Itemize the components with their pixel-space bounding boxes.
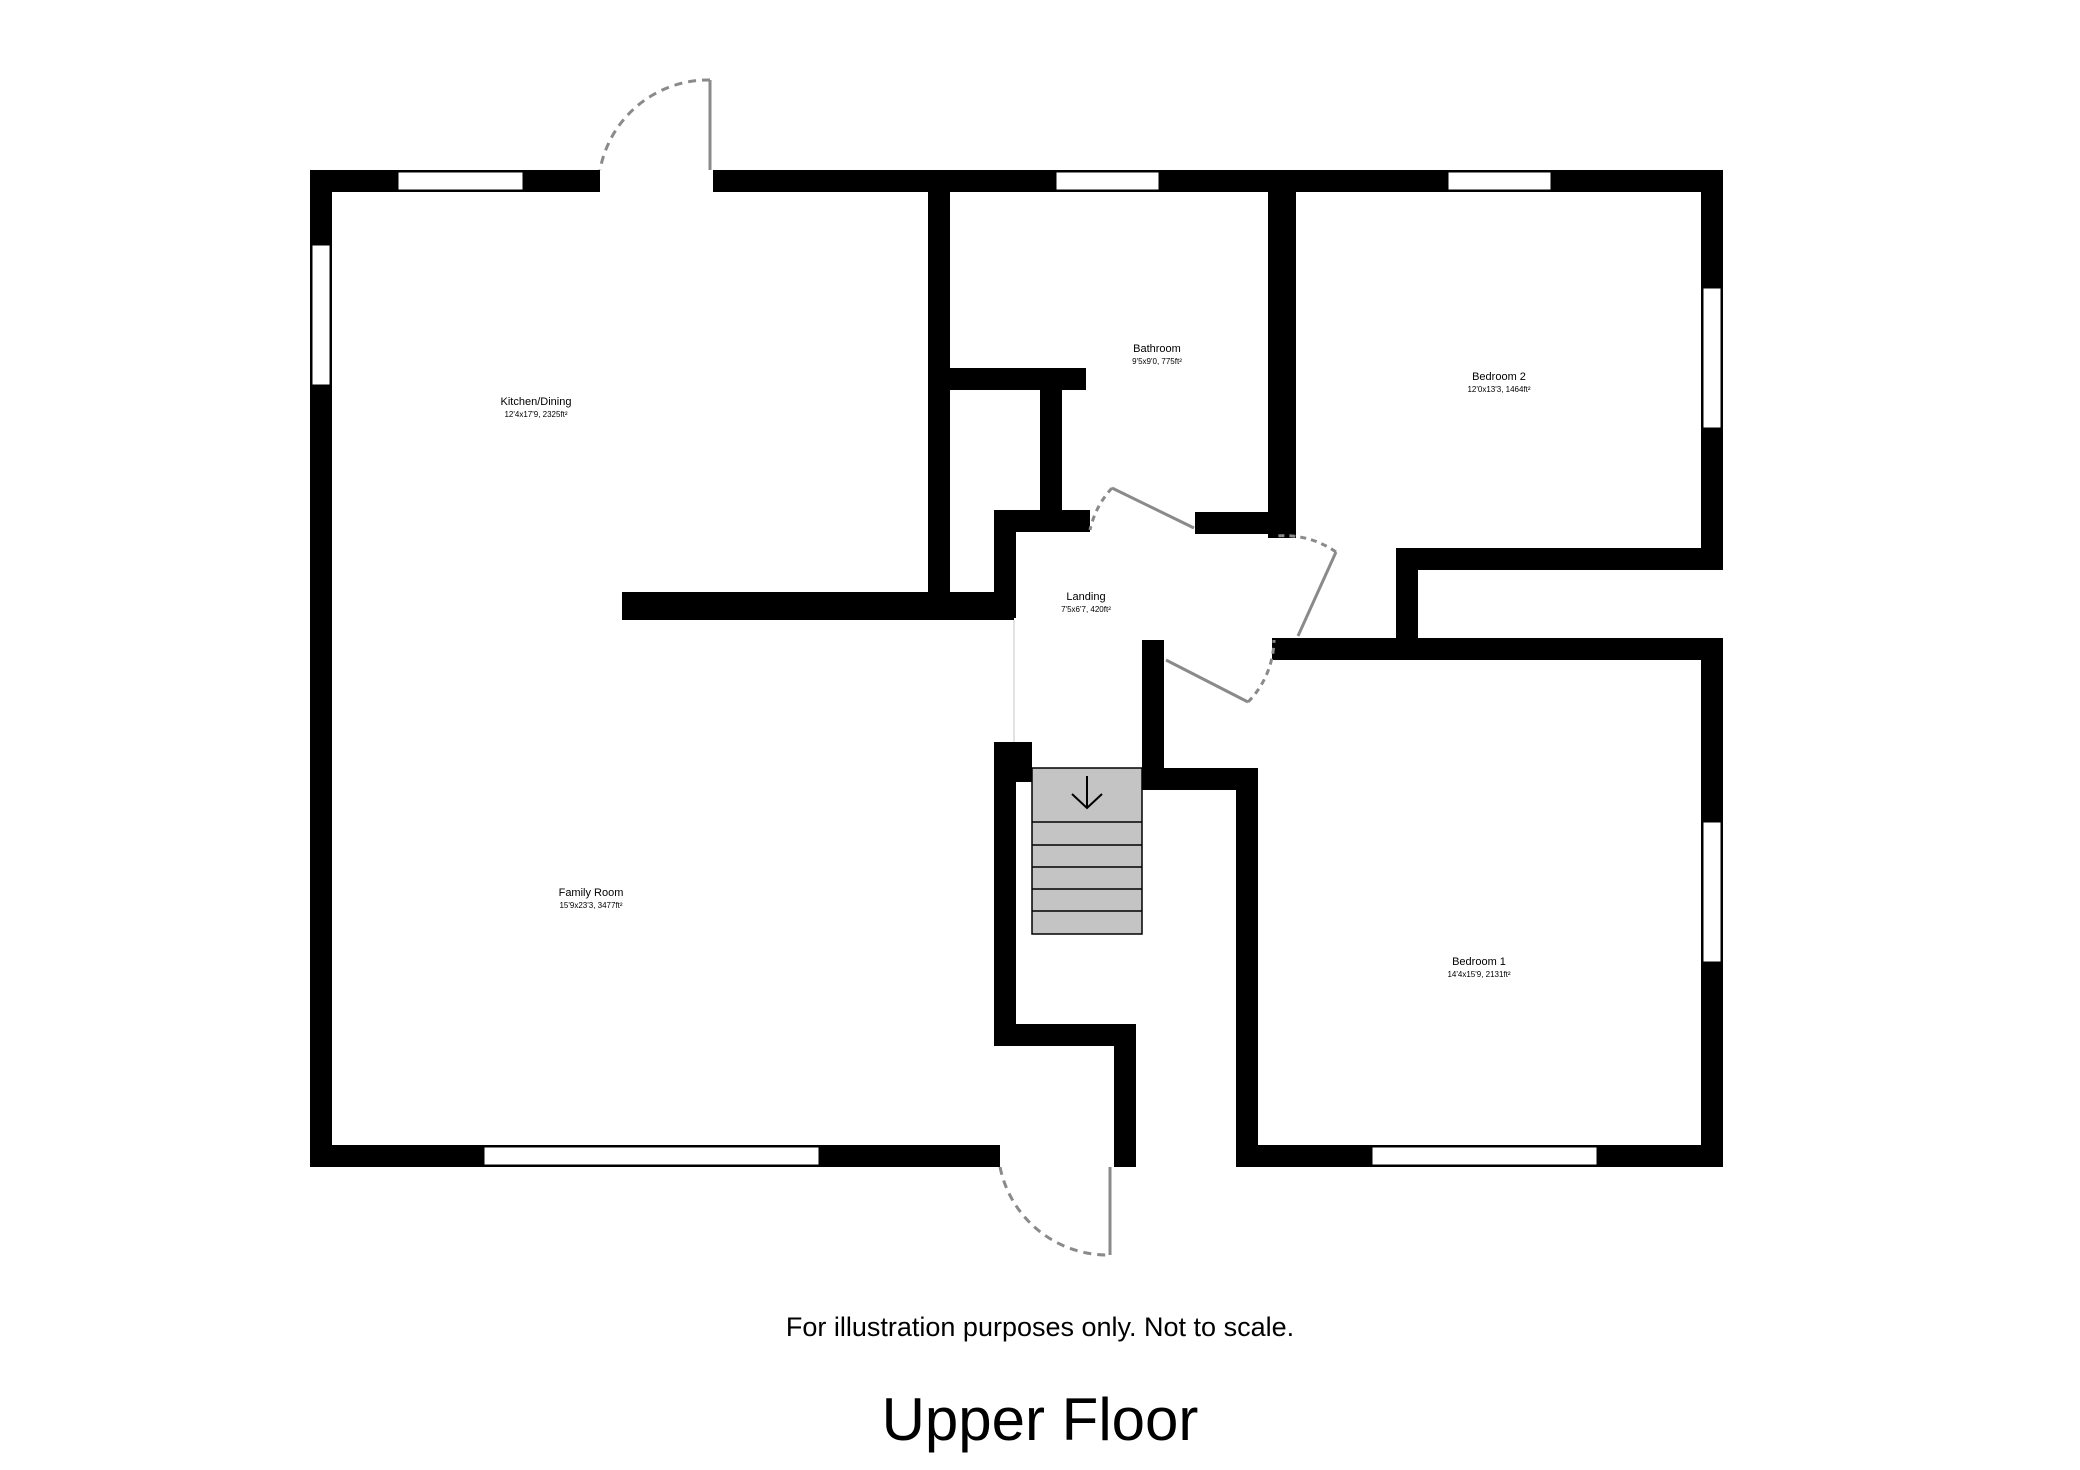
door-kitchen-external: [598, 78, 712, 171]
window-bathroom: [1055, 171, 1160, 191]
wall-bath-bed2: [1268, 170, 1296, 538]
wall-kitchen-family: [622, 592, 1014, 620]
wall-stair-top: [994, 742, 1032, 782]
door-bathroom: [1088, 486, 1195, 531]
wall-left: [310, 170, 332, 1167]
wall-bed1-top-left: [1142, 768, 1258, 790]
window-kitchen-left: [311, 244, 331, 386]
wall-stair-left: [994, 742, 1016, 1046]
window-kitchen-top: [397, 171, 524, 191]
windows: [311, 171, 1722, 1166]
wall-bed1-left: [1236, 768, 1258, 1167]
window-family-bottom: [483, 1146, 820, 1166]
room-dims-family-room: 15'9x23'3, 3477ft²: [559, 901, 622, 910]
room-dims-kitchen-dining: 12'4x17'9, 2325ft²: [504, 410, 567, 419]
window-bedroom1-right: [1702, 821, 1722, 963]
wall-bed1-top: [1272, 638, 1723, 660]
wall-cupboard-bottom: [994, 510, 1090, 532]
room-name-bathroom: Bathroom: [1133, 343, 1181, 355]
room-dims-bedroom2: 12'0x13'3, 1464ft²: [1467, 385, 1530, 394]
door-bedroom2: [1275, 534, 1338, 637]
room-name-bedroom2: Bedroom 2: [1472, 371, 1526, 383]
wall-landing-right: [1142, 640, 1164, 788]
walls: [310, 170, 1723, 1167]
room-dims-landing: 7'5x6'7, 420ft²: [1061, 605, 1111, 614]
room-labels: Kitchen/Dining 12'4x17'9, 2325ft² Bathro…: [501, 343, 1531, 979]
disclaimer-text: For illustration purposes only. Not to s…: [785, 1312, 1295, 1342]
wall-kitchen-bath: [928, 170, 950, 598]
room-dims-bedroom1: 14'4x15'9, 2131ft²: [1447, 970, 1510, 979]
wall-bed2-stub: [1396, 548, 1418, 638]
wall-cupboard-divider: [1040, 388, 1062, 516]
window-bedroom1-bottom: [1371, 1146, 1598, 1166]
wall-hall-right: [1114, 1024, 1136, 1167]
room-name-landing: Landing: [1066, 591, 1105, 603]
wall-top-right: [713, 170, 1723, 192]
wall-hall-bottom: [994, 1024, 1136, 1046]
wall-bath-bottom: [1195, 512, 1283, 534]
door-front-external: [998, 1166, 1112, 1257]
wall-landing-left-upper: [994, 510, 1016, 618]
wall-cupboard-top: [948, 368, 1086, 390]
room-dims-bathroom: 9'5x9'0, 775ft²: [1132, 357, 1182, 366]
window-bedroom2-right: [1702, 287, 1722, 429]
floor-title: Upper Floor: [881, 1386, 1199, 1453]
door-bedroom1: [1165, 639, 1276, 704]
room-name-family-room: Family Room: [559, 887, 624, 899]
room-name-bedroom1: Bedroom 1: [1452, 956, 1506, 968]
room-name-kitchen-dining: Kitchen/Dining: [501, 396, 572, 408]
stairs: [1031, 767, 1143, 935]
doors: [598, 78, 1338, 1257]
arrow-down-icon: [1071, 776, 1103, 810]
wall-bed2-bottom: [1396, 548, 1723, 570]
window-bedroom2-top: [1447, 171, 1552, 191]
